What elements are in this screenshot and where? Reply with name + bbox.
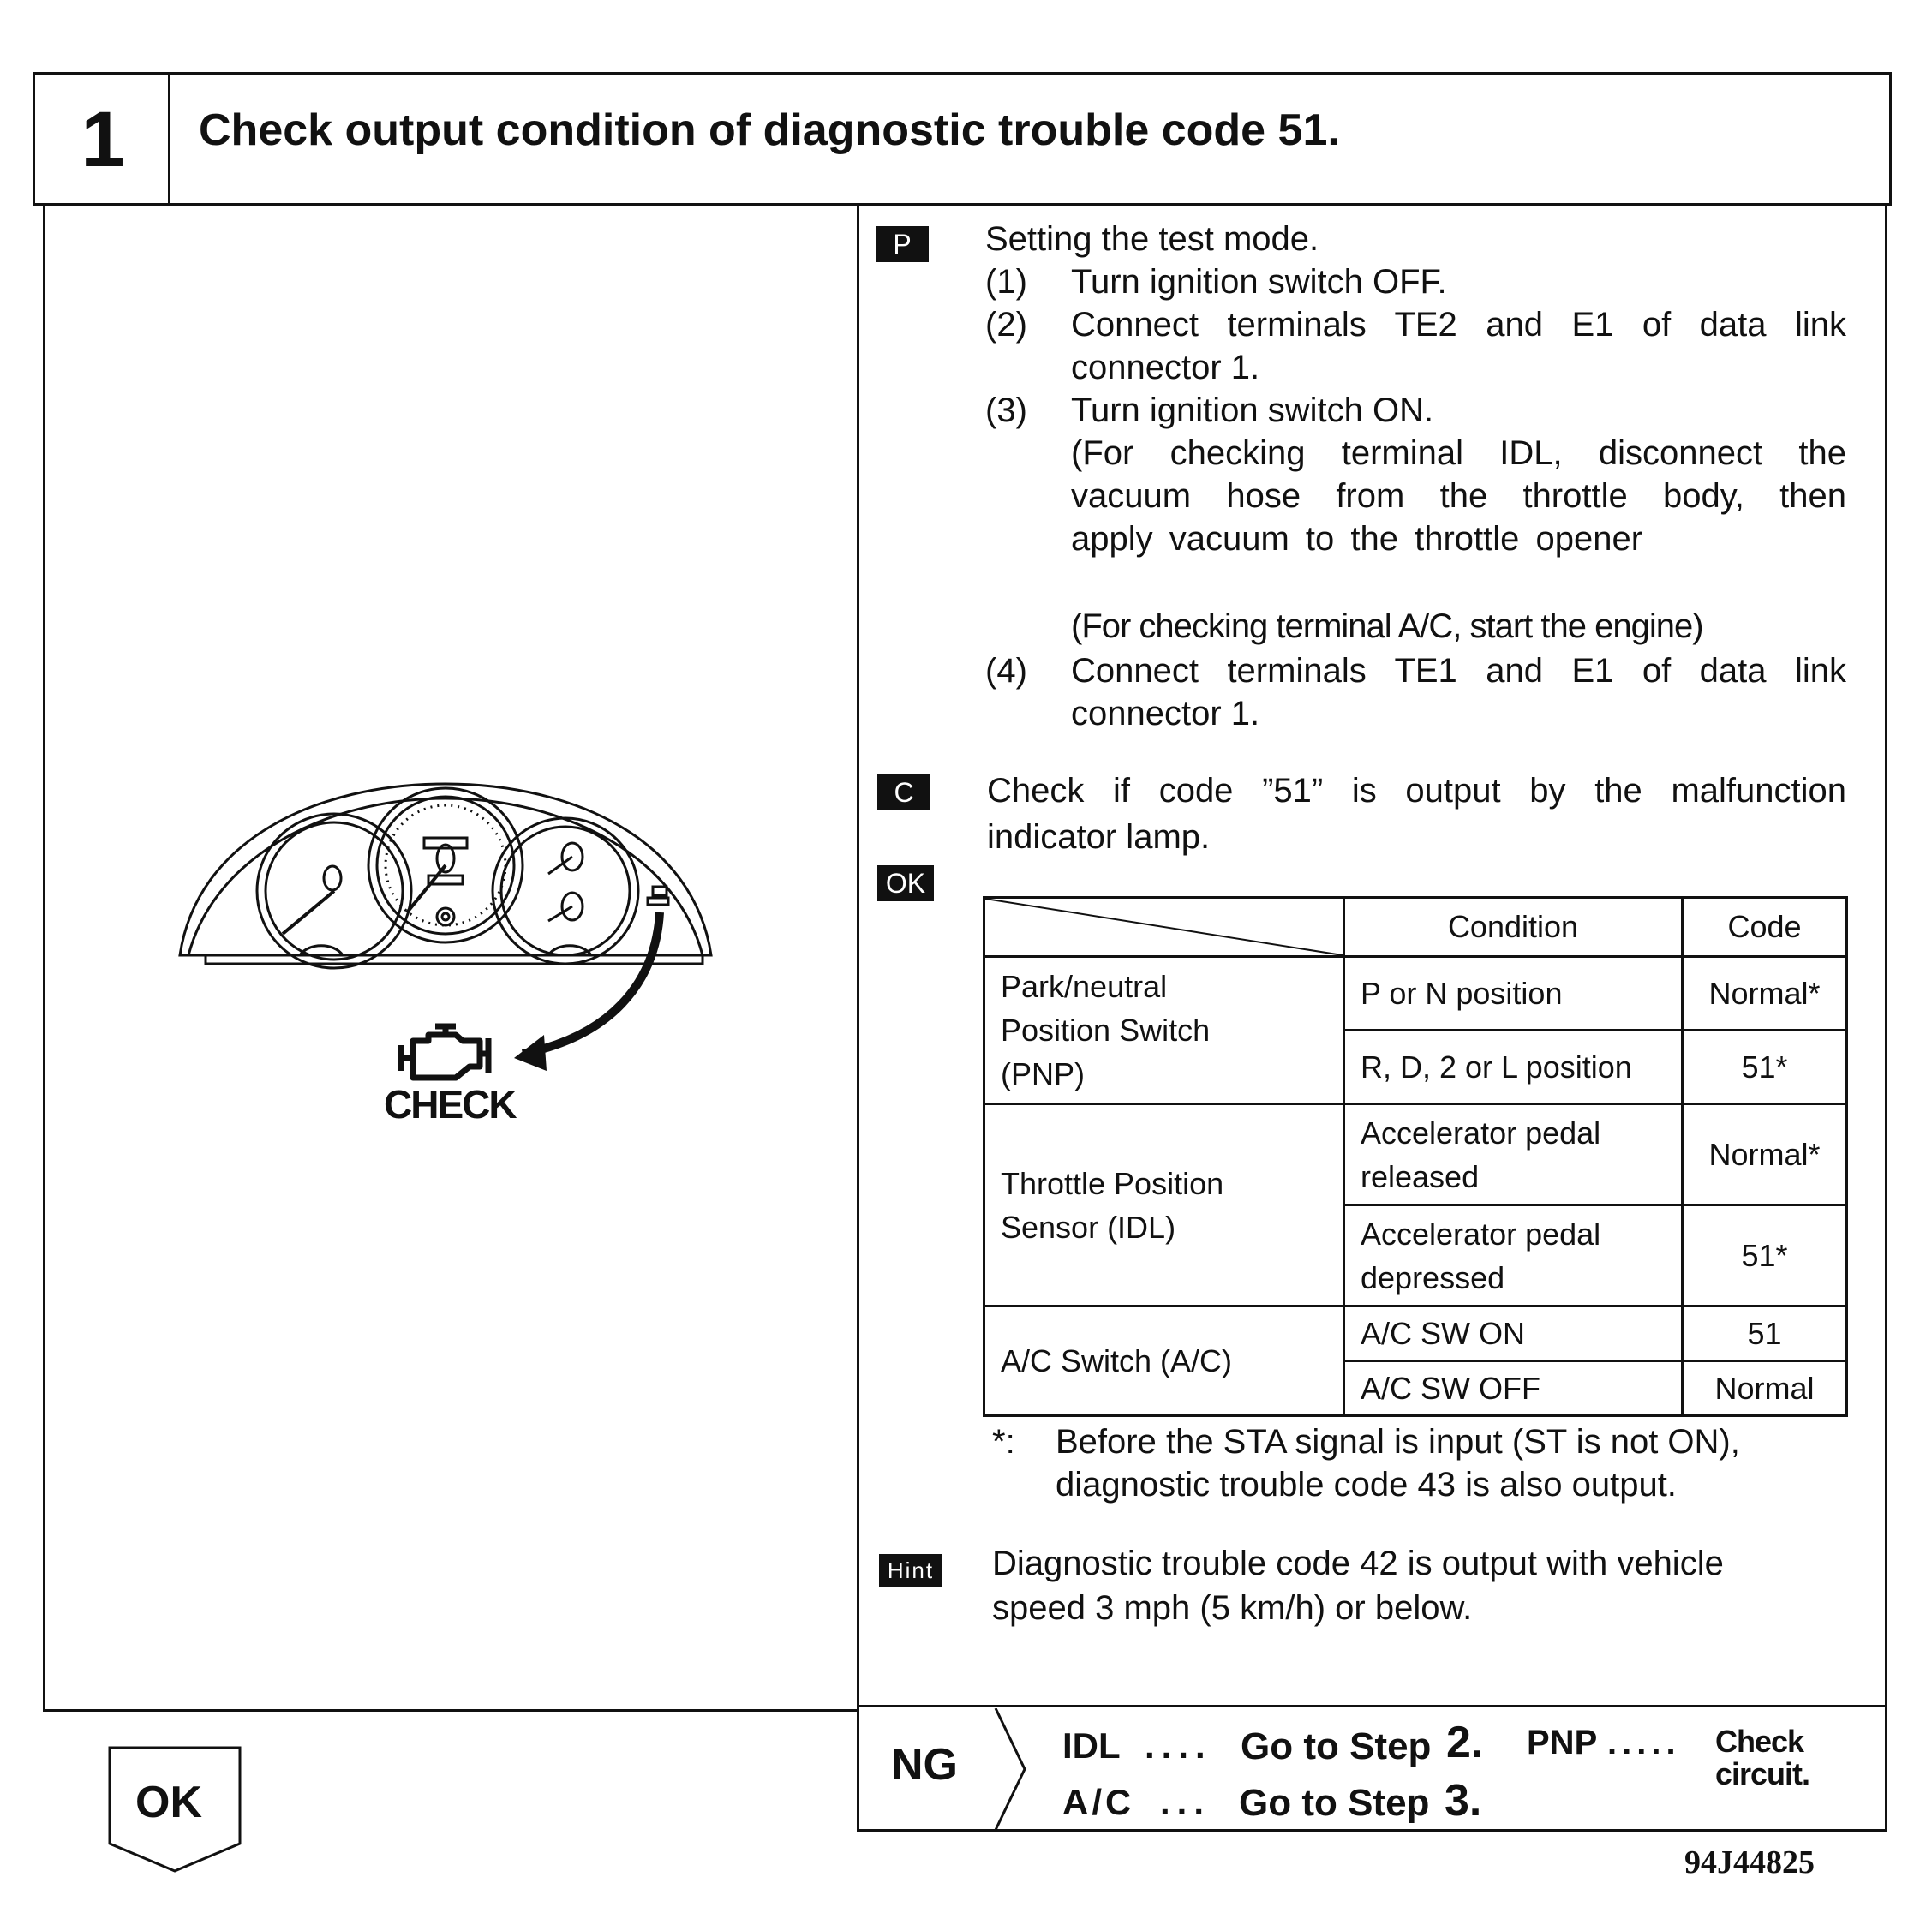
condition-cell: R, D, 2 or L position: [1343, 1029, 1684, 1105]
step-3-line-1: Turn ignition switch ON.: [1071, 392, 1434, 429]
check-engine-icon: [398, 1023, 492, 1081]
step-4-num: (4): [985, 652, 1027, 690]
step-3-num: (3): [985, 392, 1027, 429]
step-3-line-4: apply vacuum to the throttle opener: [1071, 520, 1643, 558]
ng-bottom: [857, 1829, 1887, 1832]
condition-cell: Accelerator pedal depressed: [1343, 1204, 1684, 1307]
body-bottom-right: [857, 1705, 1887, 1707]
table-corner-cell: [983, 896, 1345, 958]
step-4-line-2: connector 1.: [1071, 695, 1260, 732]
code-cell: Normal*: [1681, 1103, 1848, 1206]
code-cell: 51*: [1681, 1029, 1848, 1105]
header-divider: [168, 72, 170, 206]
footnote-mark: *:: [992, 1423, 1015, 1461]
code-cell: 51: [1681, 1305, 1848, 1362]
pnp-action-line-2: circuit.: [1715, 1756, 1810, 1791]
pnp-action-line-1: Check: [1715, 1724, 1804, 1759]
condition-cell: A/C SW ON: [1343, 1305, 1684, 1362]
step-2-line-2: connector 1.: [1071, 349, 1260, 386]
ac-dots: ...: [1160, 1782, 1211, 1822]
step-3-line-3: vacuum hose from the throttle body, then: [1071, 477, 1846, 515]
step-3-line-5: (For checking terminal A/C, start the en…: [1071, 607, 1704, 645]
left-border: [43, 204, 45, 1712]
ok-tag: OK: [877, 865, 934, 901]
ng-chevron: [994, 1708, 1026, 1830]
ok-outcome-label: OK: [135, 1778, 202, 1827]
body-bottom-left: [43, 1709, 859, 1712]
step-1-line-1: Turn ignition switch OFF.: [1071, 263, 1447, 301]
step-number: 1: [81, 95, 125, 183]
header-frame: [33, 72, 1892, 206]
footnote-line-1: Before the STA signal is input (ST is no…: [1056, 1423, 1740, 1461]
figure-id: 94J44825: [1684, 1844, 1815, 1880]
item-pnp: Park/neutral Position Switch (PNP): [983, 955, 1345, 1105]
footnote-line-2: diagnostic trouble code 43 is also outpu…: [1056, 1466, 1677, 1504]
check-line-1: Check if code ”51” is output by the malf…: [987, 772, 1846, 810]
ok-outcome-shape: [108, 1746, 242, 1873]
step-4-line-1: Connect terminals TE1 and E1 of data lin…: [1071, 652, 1846, 690]
pnp-dots: .....: [1607, 1724, 1681, 1761]
right-border: [1885, 204, 1887, 1832]
procedure-intro: Setting the test mode.: [985, 220, 1319, 258]
item-idl: Throttle Position Sensor (IDL): [983, 1103, 1345, 1307]
step-2-line-1: Connect terminals TE2 and E1 of data lin…: [1071, 306, 1846, 344]
code-cell: Normal: [1681, 1360, 1848, 1417]
code-cell: 51*: [1681, 1204, 1848, 1307]
condition-cell: P or N position: [1343, 955, 1684, 1031]
check-line-2: indicator lamp.: [987, 818, 1211, 856]
item-ac: A/C Switch (A/C): [983, 1305, 1345, 1417]
center-divider: [857, 204, 859, 1832]
code-cell: Normal*: [1681, 955, 1848, 1031]
step-title: Check output condition of diagnostic tro…: [199, 105, 1340, 155]
hint-tag: Hint: [879, 1554, 942, 1587]
step-2-num: (2): [985, 306, 1027, 344]
hint-line-2: speed 3 mph (5 km/h) or below.: [992, 1589, 1473, 1627]
idl-action: Go to Step: [1241, 1725, 1432, 1767]
c-tag: C: [877, 774, 930, 810]
instrument-cluster-illustration: [178, 782, 713, 1071]
idl-label: IDL: [1062, 1725, 1121, 1766]
condition-table: Condition Code Park/neutral Position Swi…: [983, 896, 1848, 1417]
idl-step: 2.: [1446, 1718, 1484, 1767]
ac-action: Go to Step: [1239, 1782, 1430, 1824]
ng-label: NG: [891, 1740, 958, 1790]
header-code: Code: [1681, 896, 1848, 958]
condition-cell: Accelerator pedal released: [1343, 1103, 1684, 1206]
ac-step: 3.: [1445, 1776, 1482, 1826]
check-label: CHECK: [384, 1082, 517, 1127]
condition-cell: A/C SW OFF: [1343, 1360, 1684, 1417]
step-3-line-2: (For checking terminal IDL, disconnect t…: [1071, 434, 1846, 472]
hint-line-1: Diagnostic trouble code 42 is output wit…: [992, 1545, 1724, 1582]
step-1-num: (1): [985, 263, 1027, 301]
header-condition: Condition: [1343, 896, 1684, 958]
idl-dots: ....: [1145, 1725, 1212, 1766]
p-tag: P: [876, 226, 929, 262]
pnp-label: PNP: [1527, 1724, 1598, 1761]
ac-label: A/C: [1062, 1782, 1135, 1822]
